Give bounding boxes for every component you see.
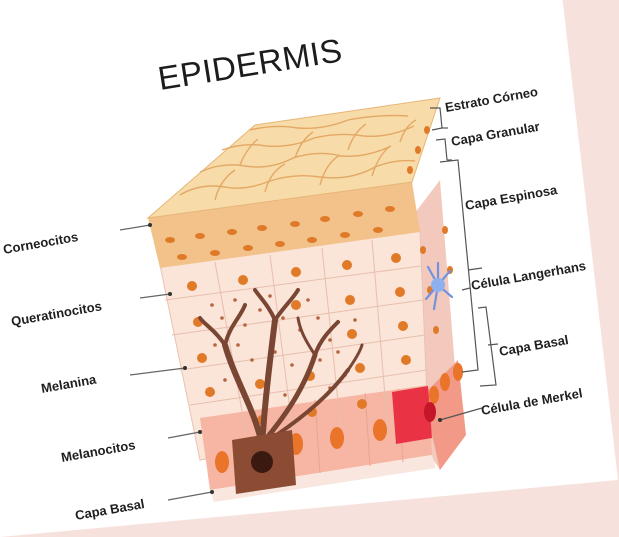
merkel-cell-nucleus [424,402,436,422]
melanocyte-nucleus [251,451,273,473]
